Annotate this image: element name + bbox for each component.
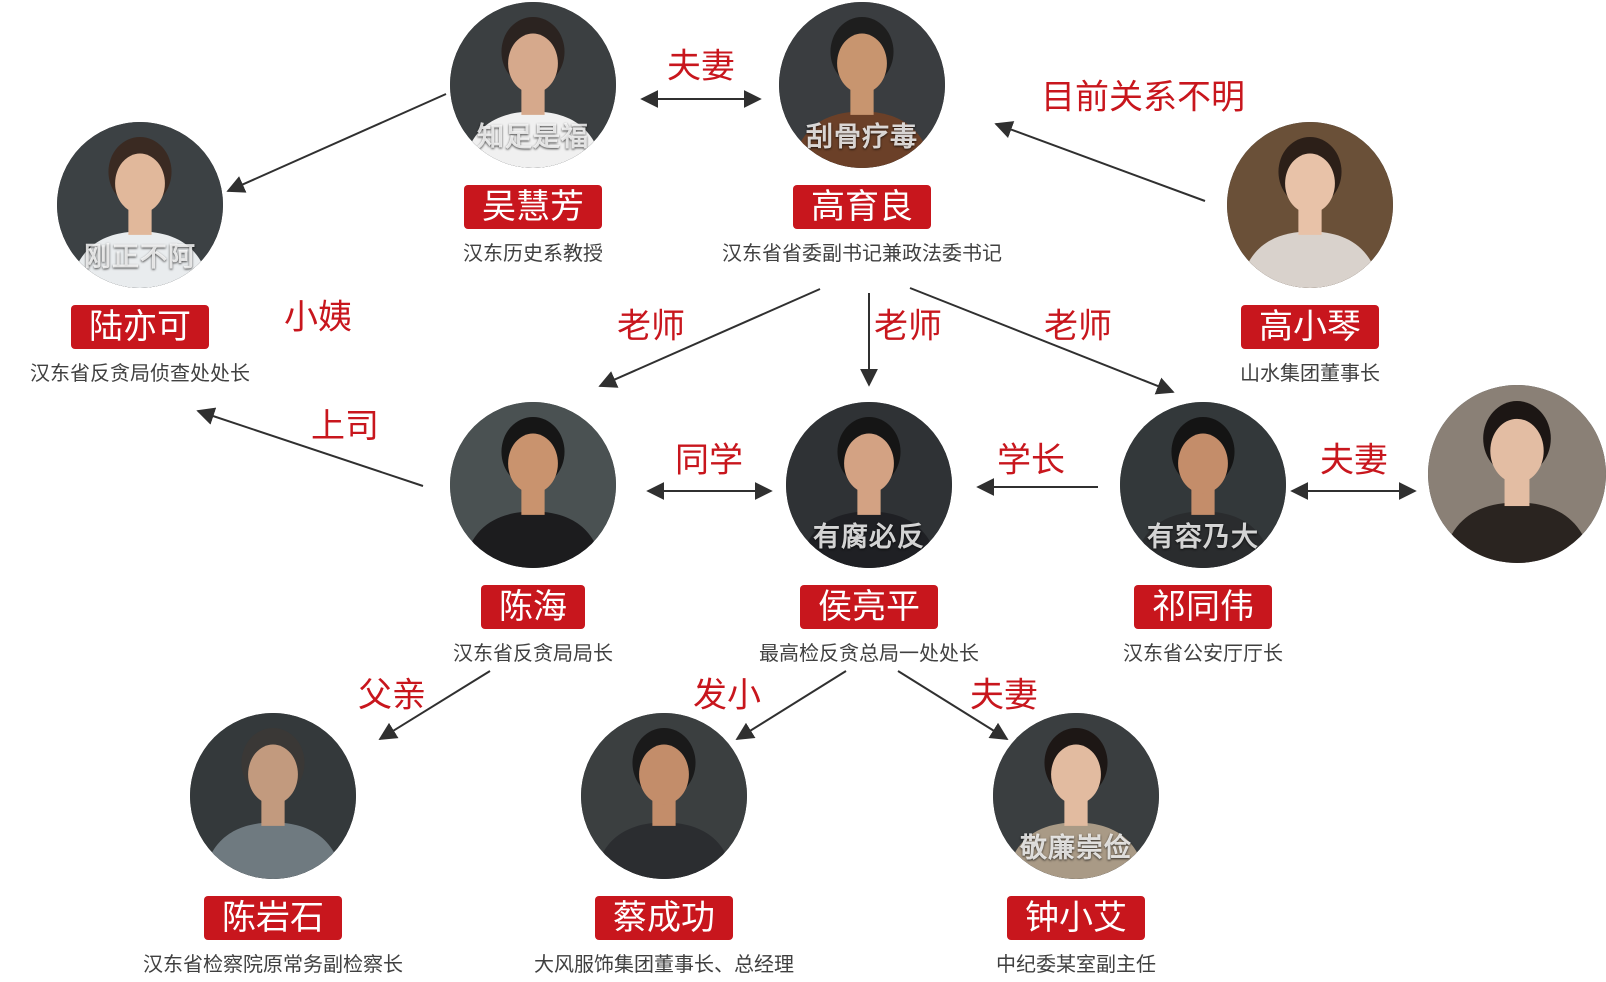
portrait-neck	[857, 488, 881, 515]
arrow-chenhai-father	[378, 670, 491, 740]
portrait-face	[639, 744, 689, 805]
relation-label-chenhai-lu: 上司	[311, 406, 379, 447]
portrait-shoulders	[1442, 502, 1592, 563]
relation-label-wu-lu: 小姨	[284, 297, 352, 338]
relation-label-gao-hou: 老师	[874, 306, 942, 347]
portrait-face	[837, 33, 887, 94]
portrait-shoulders	[70, 231, 210, 288]
role-title: 最高检反贪总局一处处长	[759, 641, 979, 665]
relation-label-chenhai-hou: 同学	[675, 440, 743, 481]
portrait-face	[1178, 433, 1228, 494]
portrait-avatar	[190, 713, 356, 879]
role-title: 山水集团董事长	[1240, 361, 1380, 385]
role-title: 中纪委某室副主任	[996, 952, 1156, 976]
portrait-neck	[521, 88, 545, 115]
portrait-avatar: 有腐必反	[786, 402, 952, 568]
portrait-neck	[1064, 799, 1088, 826]
portrait-avatar	[1227, 122, 1393, 288]
poster-slogan: 有容乃大	[1147, 522, 1259, 553]
name-tag: 蔡成功	[595, 896, 733, 940]
portrait-face	[1051, 744, 1101, 805]
portrait-neck	[128, 208, 152, 235]
portrait-shoulders	[1006, 822, 1146, 879]
poster-slogan: 知足是福	[477, 122, 589, 153]
portrait-shoulders	[463, 111, 603, 168]
arrow-hou-cai	[735, 670, 847, 740]
name-tag: 陆亦可	[71, 305, 209, 349]
role-title: 大风服饰集团董事长、总经理	[534, 952, 794, 976]
portrait-shoulders	[792, 111, 932, 168]
portrait-face	[508, 433, 558, 494]
relation-label-qi-wife-couple: 夫妻	[1320, 440, 1388, 481]
portrait-neck	[850, 88, 874, 115]
portrait-avatar: 刮骨疗毒	[779, 2, 945, 168]
relation-label-qi-hou: 学长	[997, 440, 1065, 481]
role-title: 汉东省公安厅厅长	[1123, 641, 1283, 665]
poster-slogan: 刚正不阿	[84, 242, 196, 273]
name-tag: 祁同伟	[1134, 585, 1272, 629]
poster-slogan: 有腐必反	[813, 522, 925, 553]
relation-label-hou-zhong: 夫妻	[970, 675, 1038, 716]
arrow-hou-zhong	[897, 670, 1009, 740]
portrait-neck	[1298, 208, 1322, 235]
portrait-neck	[1191, 488, 1215, 515]
portrait-shoulders	[203, 822, 343, 879]
arrow-gao-chenhai	[598, 288, 821, 388]
name-tag: 高育良	[793, 185, 931, 229]
name-tag: 吴慧芳	[464, 185, 602, 229]
name-tag: 侯亮平	[800, 585, 938, 629]
portrait-face	[248, 744, 298, 805]
relation-label-chenhai-father: 父亲	[358, 675, 426, 716]
poster-slogan: 敬廉崇俭	[1020, 833, 1132, 864]
portrait-neck	[652, 799, 676, 826]
relation-label-wu-gao-couple: 夫妻	[667, 46, 735, 87]
portrait-shoulders	[1133, 511, 1273, 568]
role-title: 汉东省省委副书记兼政法委书记	[722, 241, 1002, 265]
role-title: 汉东省反贪局侦查处处长	[30, 361, 250, 385]
relation-label-xiaoqin-gao: 目前关系不明	[1041, 77, 1245, 118]
arrow-xiaoqin-gao	[994, 121, 1206, 202]
portrait-avatar: 知足是福	[450, 2, 616, 168]
name-tag: 高小琴	[1241, 305, 1379, 349]
role-title: 汉东省反贪局局长	[453, 641, 613, 665]
name-tag: 陈岩石	[204, 896, 342, 940]
poster-slogan: 刮骨疗毒	[806, 122, 918, 153]
portrait-face	[508, 33, 558, 94]
portrait-face	[1490, 418, 1544, 483]
role-title: 汉东历史系教授	[463, 241, 603, 265]
portrait-avatar	[450, 402, 616, 568]
portrait-neck	[521, 488, 545, 515]
portrait-avatar: 有容乃大	[1120, 402, 1286, 568]
name-tag: 陈海	[481, 585, 585, 629]
portrait-shoulders	[1240, 231, 1380, 288]
portrait-face	[844, 433, 894, 494]
relation-label-gao-qi: 老师	[1044, 306, 1112, 347]
portrait-avatar	[581, 713, 747, 879]
portrait-neck	[261, 799, 285, 826]
relation-label-gao-chenhai: 老师	[617, 306, 685, 347]
name-tag: 钟小艾	[1007, 896, 1145, 940]
arrow-gao-qi	[909, 287, 1175, 395]
portrait-avatar	[1428, 385, 1606, 563]
arrow-chenhai-lu	[196, 407, 424, 487]
portrait-shoulders	[594, 822, 734, 879]
portrait-face	[115, 153, 165, 214]
portrait-avatar: 敬廉崇俭	[993, 713, 1159, 879]
portrait-shoulders	[799, 511, 939, 568]
portrait-shoulders	[463, 511, 603, 568]
role-title: 汉东省检察院原常务副检察长	[143, 952, 403, 976]
relation-label-hou-cai: 发小	[693, 675, 761, 716]
portrait-avatar: 刚正不阿	[57, 122, 223, 288]
portrait-face	[1285, 153, 1335, 214]
arrow-wu-lu	[226, 93, 447, 193]
